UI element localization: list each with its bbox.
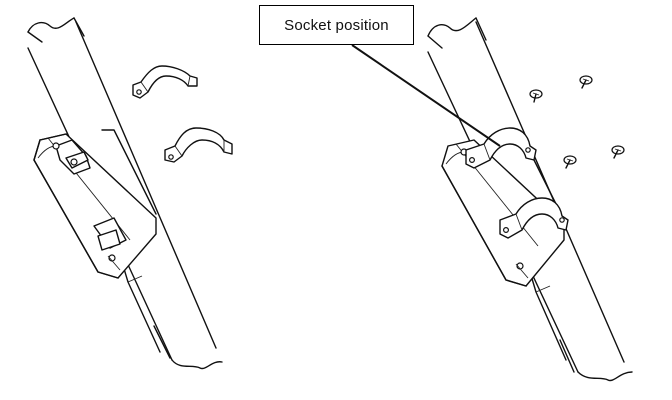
- screw-icon: [611, 145, 625, 159]
- screw-icon: [579, 75, 593, 89]
- callout-box: Socket position: [259, 5, 414, 45]
- left-clamp-upper: [132, 65, 198, 99]
- left-figure: [27, 17, 233, 370]
- right-clamp-lower: [499, 197, 569, 239]
- screw-icon: [563, 155, 577, 169]
- right-clamp-upper: [465, 127, 537, 169]
- right-figure: [427, 17, 633, 382]
- callout-label: Socket position: [284, 16, 389, 34]
- left-junction-box: [33, 129, 157, 279]
- left-clamp-lower: [164, 127, 233, 163]
- left-pipe-extension: [121, 261, 161, 353]
- screw-icon: [529, 89, 543, 103]
- callout-leader-line: [351, 44, 501, 147]
- right-pipe-extension: [529, 271, 567, 361]
